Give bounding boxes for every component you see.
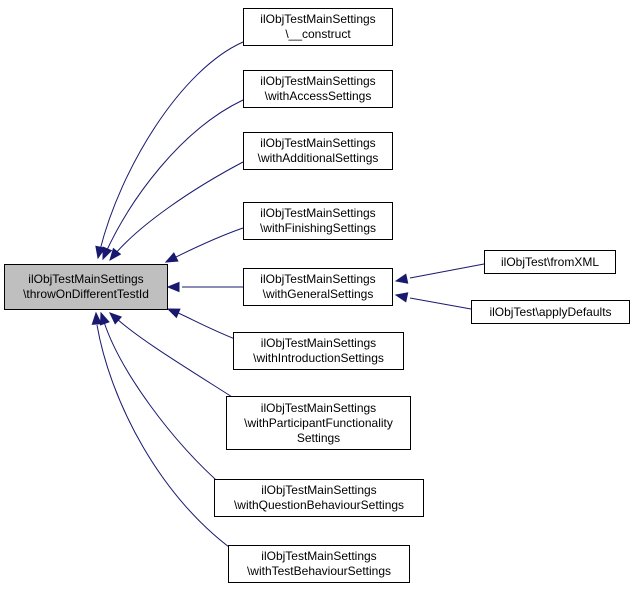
edge-construct	[99, 41, 244, 251]
node-withIntroductionSettings[interactable]: ilObjTestMainSettings \withIntroductionS…	[233, 332, 404, 370]
edge-withAccessSettings-arrowhead	[102, 246, 113, 261]
node-line: \withQuestionBehaviourSettings	[233, 498, 405, 512]
node-line: ilObjTest\applyDefaults	[489, 304, 612, 319]
node-throwOnDifferentTestId: ilObjTestMainSettings \throwOnDifferentT…	[4, 264, 168, 310]
edge-withQuestionBehaviourSettings-arrowhead	[99, 311, 110, 326]
edge-fromXML-arrowhead	[394, 273, 409, 284]
edge-applyDefaults	[409, 297, 472, 310]
edge-withAdditionalSettings-arrowhead	[109, 247, 122, 262]
node-line: \withAdditionalSettings	[257, 151, 379, 165]
edge-fromXML	[409, 263, 485, 279]
node-line: ilObjTestMainSettings	[28, 272, 144, 286]
node-withGeneralSettings[interactable]: ilObjTestMainSettings \withGeneralSettin…	[243, 268, 393, 306]
node-line: \withIntroductionSettings	[253, 351, 384, 365]
edge-withTestBehaviourSettings-arrowhead	[91, 311, 103, 325]
edge-withFinishingSettings	[171, 227, 244, 260]
node-line: ilObjTestMainSettings	[260, 400, 377, 415]
edge-applyDefaults-arrowhead	[394, 292, 409, 303]
node-line: ilObjTestMainSettings	[260, 74, 376, 88]
node-fromXML[interactable]: ilObjTest\fromXML	[484, 250, 616, 274]
node-line: ilObjTestMainSettings	[260, 336, 377, 350]
node-withParticipantFunctionalitySettings[interactable]: ilObjTestMainSettings \withParticipantFu…	[226, 396, 411, 450]
edge-withFinishingSettings-arrowhead	[164, 252, 179, 263]
edge-withGeneralSettings-arrowhead	[166, 281, 180, 293]
node-withTestBehaviourSettings[interactable]: ilObjTestMainSettings \withTestBehaviour…	[228, 545, 410, 583]
node-line: ilObjTestMainSettings	[261, 549, 377, 563]
node-line: ilObjTestMainSettings	[261, 483, 377, 497]
node-withFinishingSettings[interactable]: ilObjTestMainSettings \withFinishingSett…	[243, 202, 393, 240]
node-line: \withParticipantFunctionality	[244, 415, 393, 430]
edge-withTestBehaviourSettings	[96, 324, 241, 556]
node-line: ilObjTestMainSettings	[260, 136, 376, 150]
node-line: ilObjTestMainSettings	[260, 12, 376, 26]
edge-withAccessSettings	[105, 99, 244, 253]
node-construct[interactable]: ilObjTestMainSettings \__construct	[243, 8, 393, 46]
node-withAccessSettings[interactable]: ilObjTestMainSettings \withAccessSetting…	[243, 70, 393, 108]
node-withAdditionalSettings[interactable]: ilObjTestMainSettings \withAdditionalSet…	[243, 132, 393, 170]
node-line: ilObjTestMainSettings	[260, 272, 376, 286]
node-applyDefaults[interactable]: ilObjTest\applyDefaults	[471, 300, 630, 324]
node-line: ilObjTest\fromXML	[500, 254, 600, 269]
node-line: \withFinishingSettings	[259, 221, 377, 235]
node-line: ilObjTestMainSettings	[260, 206, 376, 220]
edge-withParticipantFunctionalitySettings	[115, 317, 241, 403]
edge-withAdditionalSettings	[114, 161, 244, 255]
node-line: \withTestBehaviourSettings	[246, 564, 392, 578]
edge-withParticipantFunctionalitySettings-arrowhead	[109, 312, 123, 325]
node-line: \throwOnDifferentTestId	[23, 287, 149, 301]
edge-withIntroductionSettings-arrowhead	[166, 308, 181, 319]
edge-construct-arrowhead	[95, 245, 106, 260]
edge-withQuestionBehaviourSettings	[103, 321, 226, 489]
node-withQuestionBehaviourSettings[interactable]: ilObjTestMainSettings \withQuestionBehav…	[214, 479, 424, 517]
node-line: \withAccessSettings	[264, 89, 372, 103]
node-line: Settings	[296, 430, 341, 445]
node-line: \__construct	[285, 27, 351, 41]
node-line: \withGeneralSettings	[262, 287, 374, 301]
